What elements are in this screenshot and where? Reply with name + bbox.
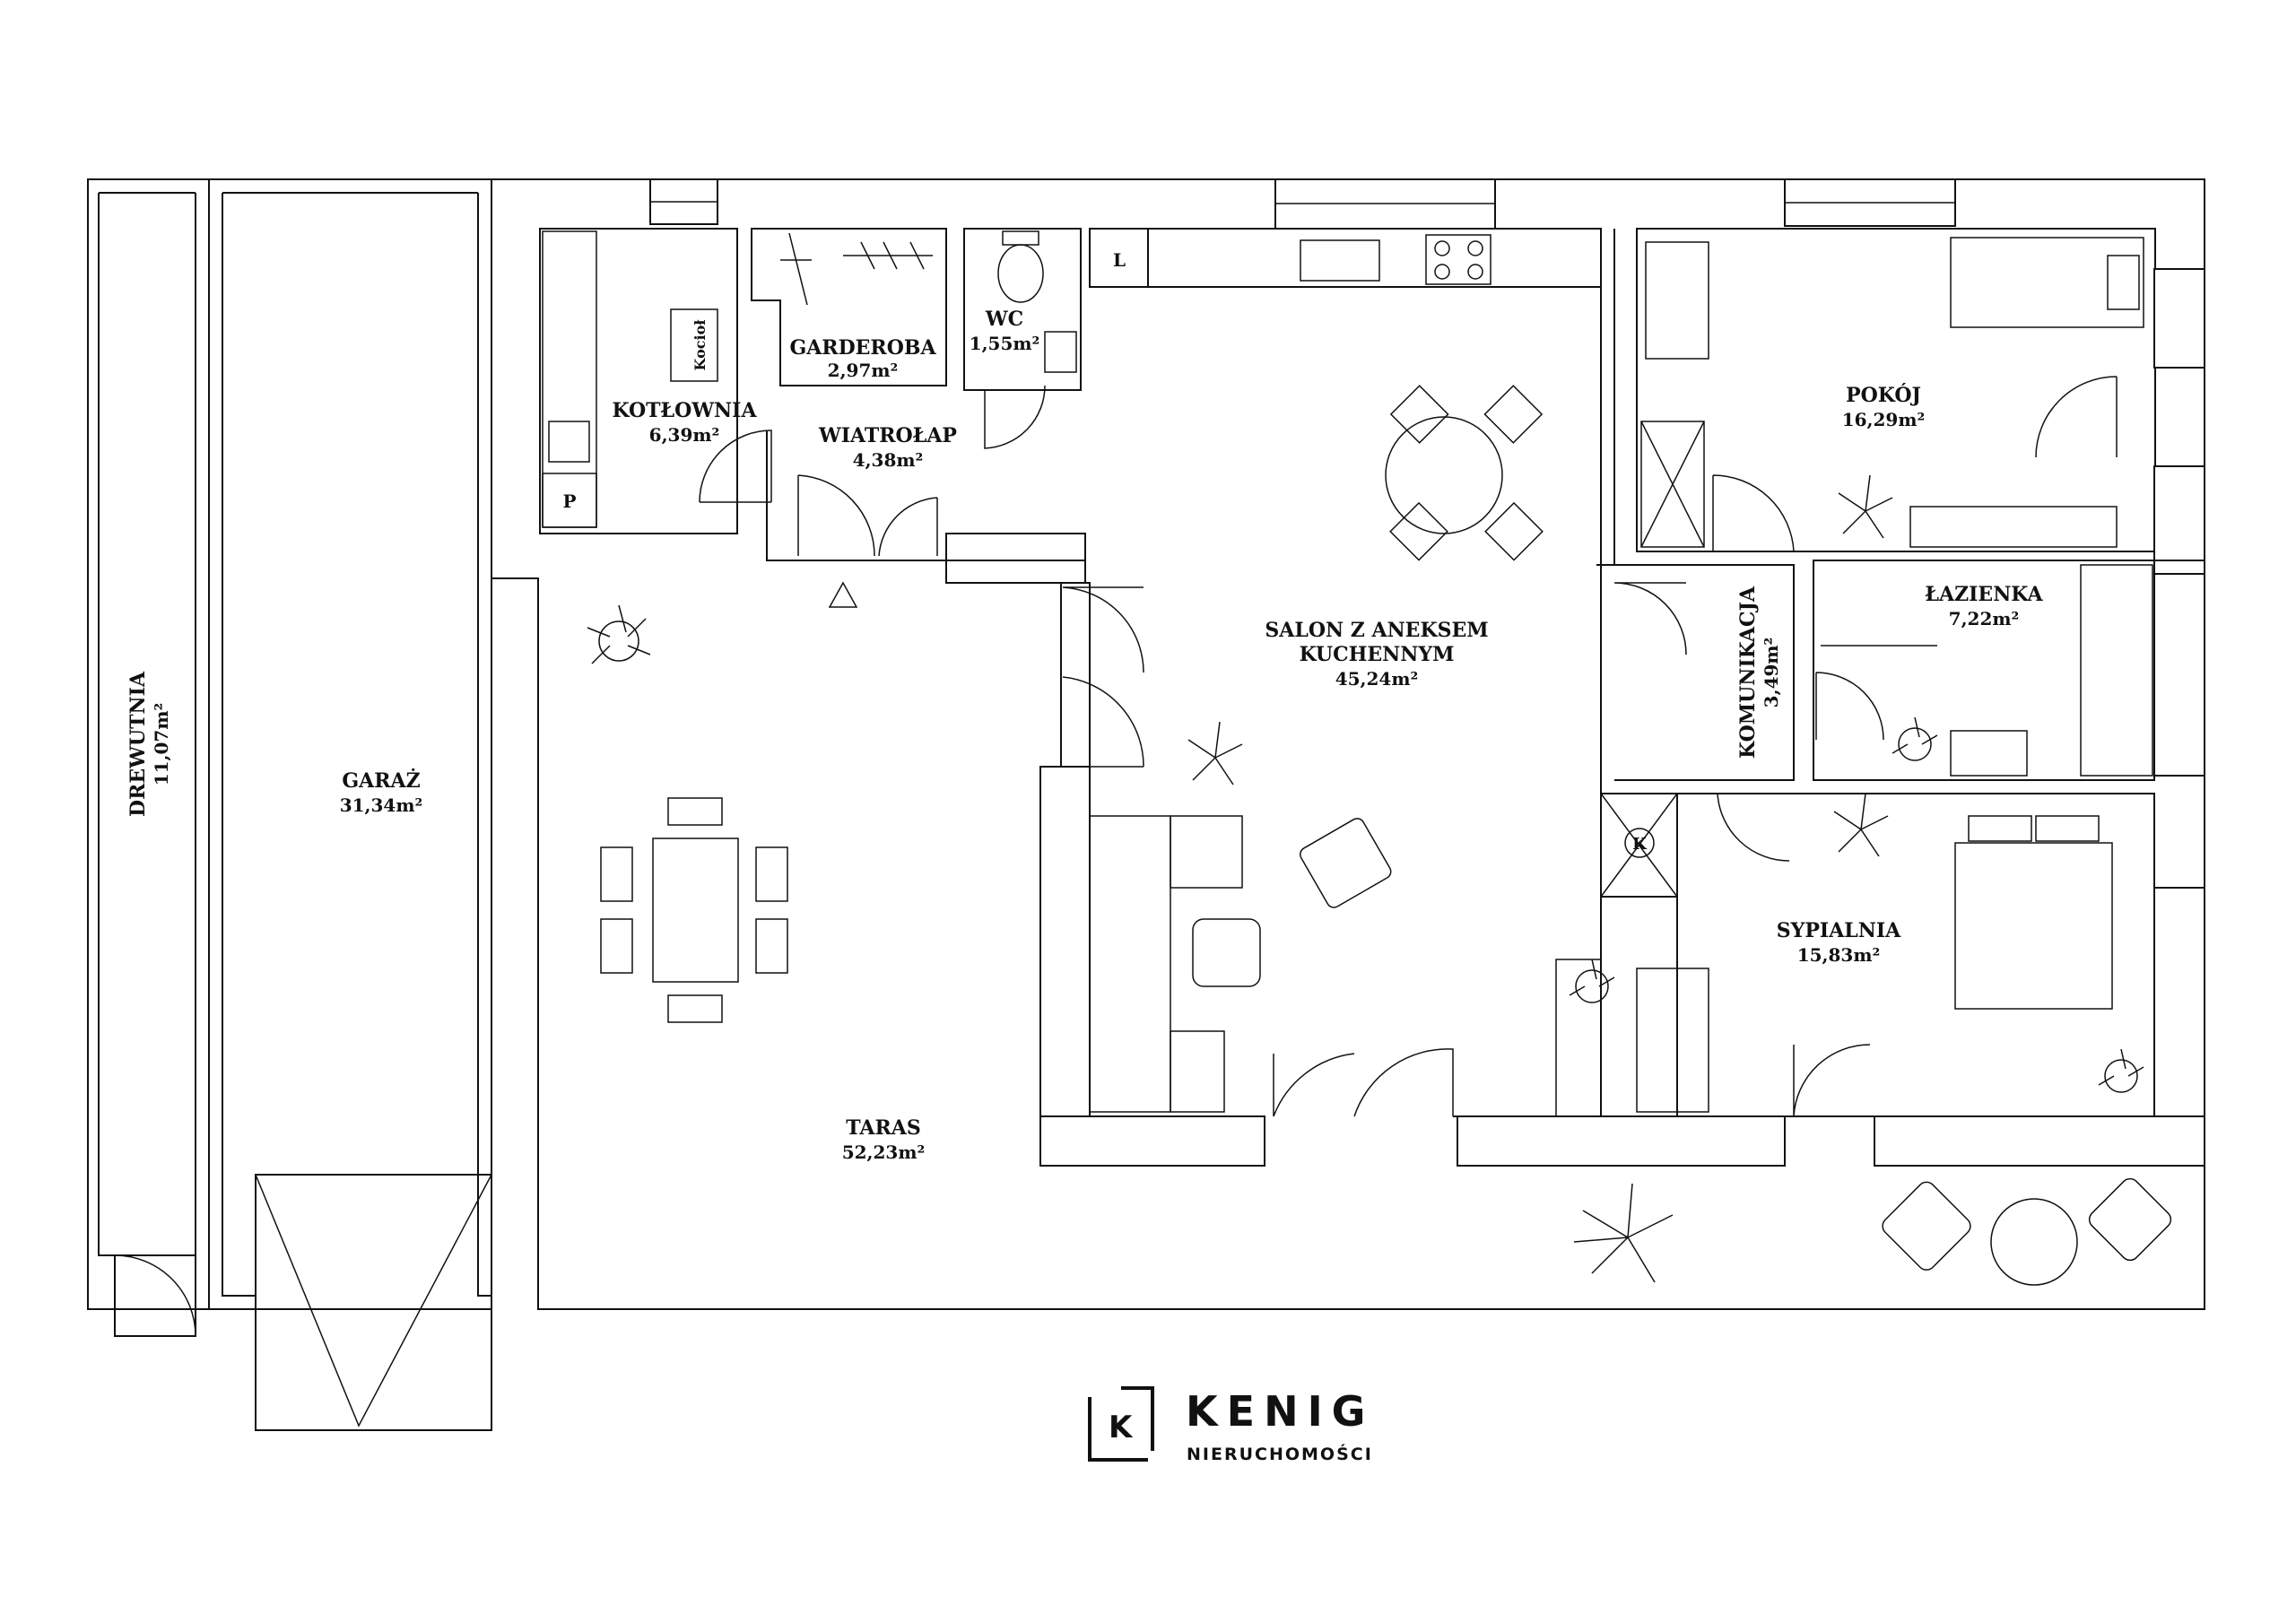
room-name-wc: WC	[985, 308, 1023, 331]
room-name-garaz: GARAŻ	[342, 768, 420, 793]
top-windows	[649, 178, 1956, 230]
room-labels: DREWUTNIA 11,07m² GARAŻ 31,34m² KOTŁOWNI…	[126, 308, 2044, 1163]
room-area-komunikacja: 3,49m²	[1761, 638, 1782, 708]
pump-label: P	[562, 490, 576, 512]
room-name-komunikacja: KOMUNIKACJA	[1736, 586, 1760, 759]
room-name-taras: TARAS	[846, 1116, 920, 1140]
fixture-labels: Kocioł L P K	[562, 249, 1655, 858]
room-area-lazienka: 7,22m²	[1949, 608, 2020, 629]
doors	[699, 376, 2118, 1117]
room-name-lazienka: ŁAZIENKA	[1925, 583, 2043, 606]
room-name-salon-line1: SALON Z ANEKSEM	[1265, 619, 1488, 642]
room-name-sypialnia: SYPIALNIA	[1777, 919, 1901, 942]
room-area-wiatrolap: 4,38m²	[853, 449, 924, 471]
interior-walls	[539, 228, 2205, 1167]
plant-icon	[1573, 1183, 1674, 1283]
plant-icon	[1838, 474, 1893, 539]
logo-letter: K	[1109, 1410, 1134, 1445]
room-area-kotlownia: 6,39m²	[649, 424, 720, 446]
room-area-sypialnia: 15,83m²	[1797, 944, 1881, 966]
brand-subtitle: NIERUCHOMOŚCI	[1187, 1443, 1373, 1464]
fridge-label: L	[1113, 249, 1126, 271]
room-area-wc: 1,55m²	[970, 333, 1040, 354]
plant-icon	[1833, 793, 1889, 857]
plant-icon	[2098, 1048, 2144, 1093]
room-name-pokoj: POKÓJ	[1846, 383, 1921, 407]
outer-walls	[87, 178, 2205, 1431]
plant-icon	[587, 604, 651, 664]
brand-logo: K KENIG NIERUCHOMOŚCI	[1088, 1386, 1374, 1464]
room-name-kotlownia: KOTŁOWNIA	[612, 399, 757, 422]
room-name-salon-line2: KUCHENNYM	[1300, 643, 1455, 666]
chimney-label: K	[1632, 835, 1648, 854]
room-area-taras: 52,23m²	[842, 1141, 926, 1163]
boiler-label: Kocioł	[691, 319, 709, 371]
room-name-wiatrolap: WIATROŁAP	[818, 424, 957, 447]
room-area-garderoba: 2,97m²	[828, 360, 899, 381]
room-name-drewutnia: DREWUTNIA	[126, 671, 150, 817]
room-area-garaz: 31,34m²	[340, 794, 423, 816]
room-area-drewutnia: 11,07m²	[151, 703, 172, 786]
plant-icons	[587, 474, 2144, 1283]
brand-name: KENIG	[1186, 1387, 1374, 1436]
room-area-pokoj: 16,29m²	[1842, 409, 1926, 430]
plant-icon	[1569, 959, 1615, 1003]
furniture	[542, 230, 2172, 1286]
entrance-arrow-icon	[828, 581, 858, 608]
room-area-salon: 45,24m²	[1335, 668, 1419, 690]
plant-icon	[1187, 721, 1243, 785]
room-name-garderoba: GARDEROBA	[789, 336, 936, 360]
plant-icon	[1892, 716, 1938, 761]
